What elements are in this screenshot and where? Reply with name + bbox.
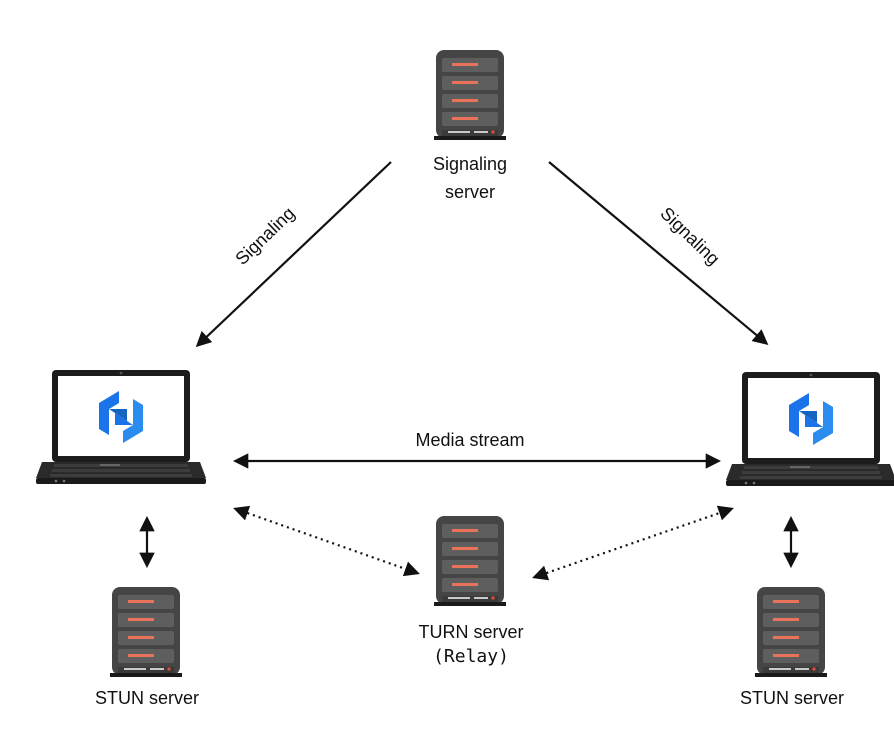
stun-server-right-icon — [755, 587, 827, 677]
turn-server-icon — [434, 516, 506, 606]
signaling-server-label: Signaling server — [410, 150, 530, 206]
relay-left-arrow — [233, 505, 420, 577]
turn-server-label: TURN server (Relay) — [400, 618, 542, 668]
signaling-right-arrow — [548, 161, 769, 345]
signaling-server-label-line1: Signaling — [432, 154, 508, 174]
turn-server-label-line1: TURN server — [418, 622, 524, 642]
turn-server-label-line2: (Relay) — [433, 646, 509, 667]
laptop-left-icon — [36, 370, 206, 484]
signaling-left-arrow — [195, 161, 392, 348]
stun-server-right-label: STUN server — [739, 688, 844, 708]
signaling-server-label-line2: server — [444, 182, 495, 202]
stun-server-left-label: STUN server — [94, 688, 199, 708]
relay-right-arrow — [532, 505, 734, 581]
signaling-server-icon — [434, 50, 506, 140]
media-stream-label: Media stream — [415, 430, 525, 450]
laptop-right-icon — [726, 372, 894, 486]
stun-server-left-icon — [110, 587, 182, 677]
